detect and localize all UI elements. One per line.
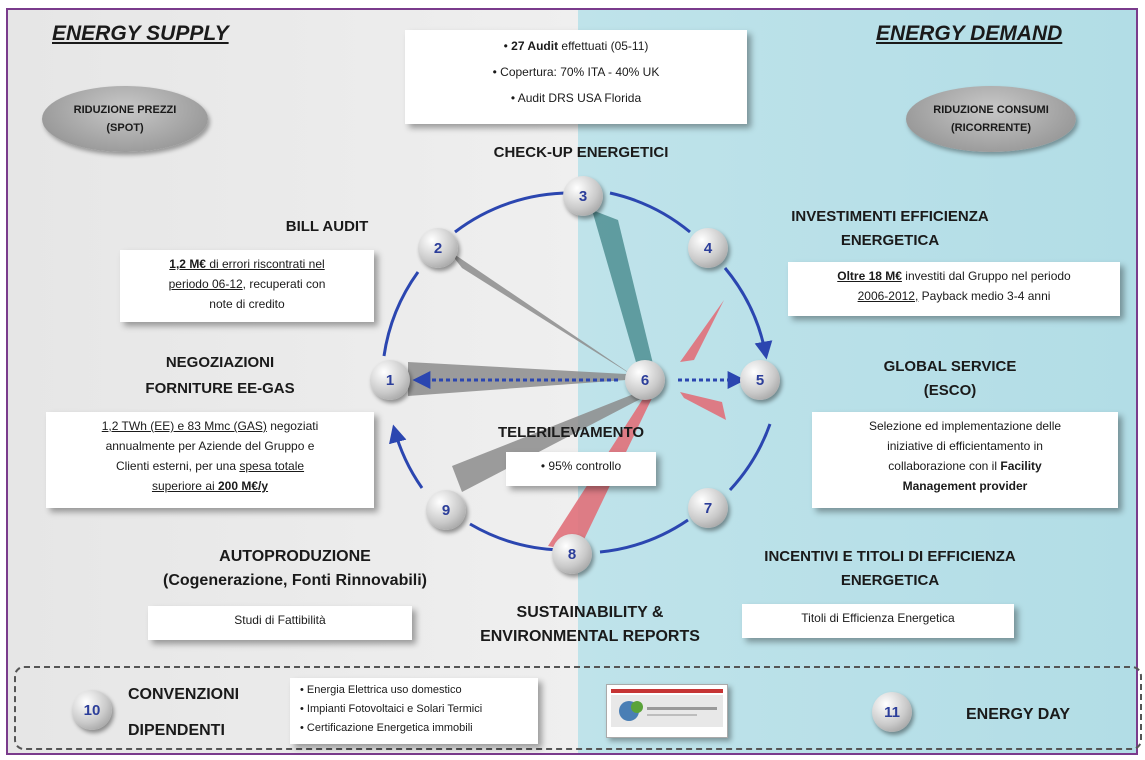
bottom-section: [14, 666, 1142, 750]
bill-audit-label: BILL AUDIT: [285, 218, 369, 235]
energy-demand-title: ENERGY DEMAND: [876, 22, 1063, 45]
checkup-audit-rest: effettuati (05-11): [561, 39, 649, 53]
bill-audit-period: periodo 06-12: [168, 277, 243, 291]
checkup-audit-count: 27 Audit: [511, 39, 559, 53]
circle-arc-1-2: [382, 271, 420, 357]
negoziazioni-sup: superiore ai: [151, 479, 218, 493]
outer-frame: [6, 8, 1138, 755]
investimenti-text2: Payback medio 3-4 anni: [918, 289, 1051, 303]
demand-ellipse-line1: RIDUZIONE CONSUMI: [933, 104, 1049, 116]
bill-audit-amount: 1,2 M€: [169, 257, 206, 271]
global-service-label-line1: GLOBAL SERVICE: [883, 358, 1017, 375]
node-6[interactable]: 6: [625, 360, 665, 400]
negoziazioni-text1: negoziati: [266, 419, 319, 433]
checkup-label: CHECK-UP ENERGETICI: [493, 144, 669, 161]
convenzioni-label-line1: CONVENZIONI: [128, 686, 240, 703]
energy-day-logo: [606, 684, 728, 738]
incentivi-box-text: Titoli di Efficienza Energetica: [801, 611, 955, 625]
sustainability-label-line1: SUSTAINABILITY &: [516, 604, 664, 621]
node-3[interactable]: 3: [563, 176, 603, 216]
investimenti-oltre: Oltre 18 M€: [837, 269, 902, 283]
node-2[interactable]: 2: [418, 228, 458, 268]
node-7[interactable]: 7: [688, 488, 728, 528]
global-service-facility: Facility: [1000, 459, 1042, 473]
investimenti-label-line1: INVESTIMENTI EFFICIENZA: [791, 208, 989, 225]
investimenti-label-line2: ENERGETICA: [840, 232, 940, 249]
circle-arc-3-4: [609, 191, 691, 234]
autoproduzione-box-text: Studi di Fattibilità: [234, 613, 326, 627]
negoziazioni-box: 1,2 TWh (EE) e 83 Mmc (GAS) negoziati an…: [46, 412, 374, 508]
circle-arc-2-3: [454, 191, 573, 234]
node-5[interactable]: 5: [740, 360, 780, 400]
checkup-box: • 27 Audit effettuati (05-11) • Copertur…: [405, 30, 747, 124]
energy-supply-title: ENERGY SUPPLY: [52, 22, 229, 45]
node-11[interactable]: 11: [872, 692, 912, 732]
negoziazioni-text2: annualmente per Aziende del Gruppo e: [105, 439, 315, 453]
global-service-box: Selezione ed implementazione delle inizi…: [812, 412, 1118, 508]
negoziazioni-amount: 200 M€/y: [218, 479, 269, 493]
incentivi-box: Titoli di Efficienza Energetica: [742, 604, 1014, 638]
global-service-l4: Management provider: [902, 479, 1028, 493]
node-9[interactable]: 9: [426, 490, 466, 530]
incentivi-label-line2: ENERGETICA: [840, 572, 940, 589]
node-8[interactable]: 8: [552, 534, 592, 574]
demand-ellipse: RIDUZIONE CONSUMI (RICORRENTE): [906, 86, 1076, 152]
autoproduzione-box: Studi di Fattibilità: [148, 606, 412, 640]
supply-ellipse-line1: RIDUZIONE PREZZI: [73, 104, 177, 116]
incentivi-label-line1: INCENTIVI E TITOLI DI EFFICIENZA: [764, 548, 1016, 565]
checkup-coverage: Copertura: 70% ITA - 40% UK: [500, 65, 660, 79]
node-4[interactable]: 4: [688, 228, 728, 268]
investimenti-box: Oltre 18 M€ investiti dal Gruppo nel per…: [788, 262, 1120, 316]
node-10[interactable]: 10: [72, 690, 112, 730]
sustainability-label-line2: ENVIRONMENTAL REPORTS: [480, 628, 700, 645]
negoziazioni-spesa: spesa totale: [239, 459, 305, 473]
convenzioni-item-3: Certificazione Energetica immobili: [306, 722, 473, 734]
autoproduzione-label-line1: AUTOPRODUZIONE: [219, 548, 371, 565]
global-service-l2: iniziative di efficientamento in: [887, 439, 1043, 453]
global-service-l3: collaborazione con il: [888, 459, 1001, 473]
bill-audit-text3: note di credito: [209, 297, 285, 311]
telerilevamento-box: • 95% controllo: [506, 452, 656, 486]
wedge-9-6: [452, 390, 650, 492]
circle-arc-4-5: [723, 267, 773, 360]
global-service-l1: Selezione ed implementazione delle: [868, 419, 1062, 433]
negoziazioni-volumes: 1,2 TWh (EE) e 83 Mmc (GAS): [101, 419, 267, 433]
circle-arc-8-9: [469, 522, 561, 552]
autoproduzione-label-line2: (Cogenerazione, Fonti Rinnovabili): [163, 572, 427, 589]
energy-day-logo-graphic: [611, 689, 723, 727]
investimenti-years: 2006-2012,: [857, 289, 919, 303]
global-service-label-line2: (ESCO): [923, 382, 977, 399]
wedge-4-6: [680, 300, 724, 362]
convenzioni-box: • Energia Elettrica uso domestico • Impi…: [290, 678, 538, 744]
supply-ellipse-line2: (SPOT): [106, 122, 144, 134]
bill-audit-text2: , recuperati con: [242, 277, 326, 291]
supply-ellipse: RIDUZIONE PREZZI (SPOT): [42, 86, 208, 152]
telerilevamento-label: TELERILEVAMENTO: [497, 424, 645, 441]
negoziazioni-text3: Clienti esterni, per una: [115, 459, 240, 473]
negoziazioni-label-line2: FORNITURE EE-GAS: [145, 380, 295, 397]
wedge-3-6: [592, 210, 655, 376]
telerilevamento-value: 95% controllo: [548, 459, 622, 473]
investimenti-text1: investiti dal Gruppo nel periodo: [901, 269, 1071, 283]
circle-arc-5-7: [728, 423, 772, 492]
wedge-5-6: [680, 392, 726, 420]
negoziazioni-label-line1: NEGOZIAZIONI: [165, 354, 275, 371]
circle-arc-9-1: [389, 424, 424, 489]
checkup-drs: Audit DRS USA Florida: [517, 91, 642, 105]
demand-ellipse-line2: (RICORRENTE): [950, 122, 1032, 134]
bill-audit-text1: di errori riscontrati nel: [205, 257, 325, 271]
node-1[interactable]: 1: [370, 360, 410, 400]
bill-audit-box: 1,2 M€ di errori riscontrati nel periodo…: [120, 250, 374, 322]
convenzioni-item-2: Impianti Fotovoltaici e Solari Termici: [306, 703, 483, 715]
convenzioni-label-line2: DIPENDENTI: [128, 722, 225, 739]
circle-arc-7-8: [599, 518, 689, 554]
convenzioni-item-1: Energia Elettrica uso domestico: [306, 684, 462, 696]
energy-day-label: ENERGY DAY: [966, 706, 1071, 723]
